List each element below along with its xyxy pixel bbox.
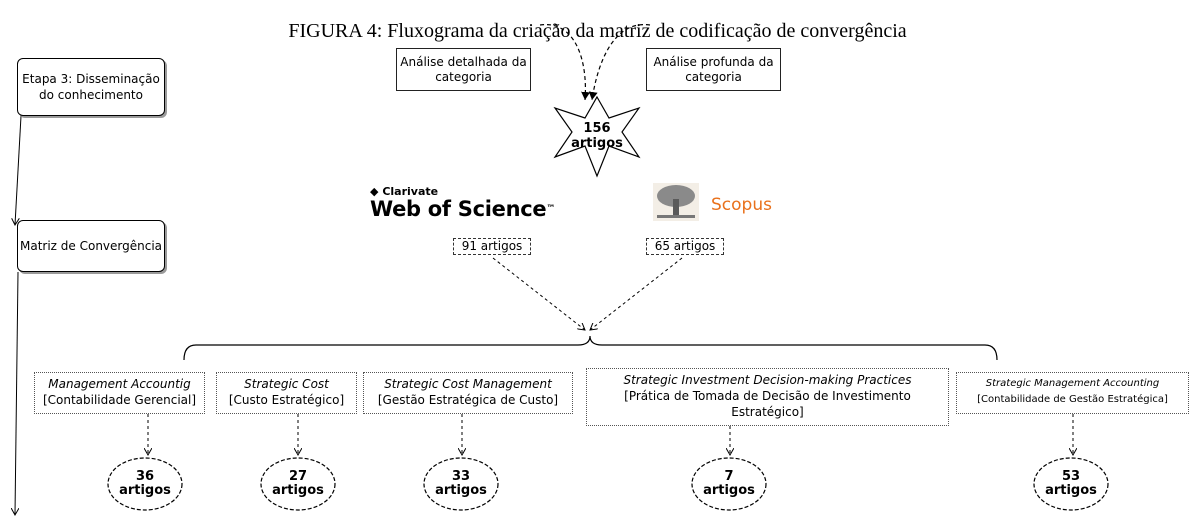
star-unit: artigos [571, 136, 623, 151]
category-en: Strategic Cost Management [384, 377, 552, 391]
analysis-arrows [539, 24, 651, 101]
category-en: Strategic Management Accounting [985, 378, 1160, 389]
source-convergence-arrows [492, 257, 683, 330]
category-strategic-cost-management: Strategic Cost Management [Gestão Estrat… [363, 372, 573, 414]
category-pt: [Contabilidade de Gestão Estratégica] [977, 394, 1168, 405]
scopus-count: 65 artigos [646, 238, 724, 255]
left-flow-line [15, 115, 22, 515]
wos-name: Web of Science™ [370, 197, 556, 221]
category-count-arrows [148, 414, 1073, 455]
step-matriz-convergencia: Matriz de Convergência [17, 220, 165, 272]
scopus-name: Scopus [711, 195, 772, 215]
star-number: 156 [583, 121, 611, 136]
clarivate-brand: ◆ Clarivate [370, 185, 439, 198]
category-en: Management Accountig [48, 377, 191, 391]
wos-count: 91 artigos [453, 238, 531, 255]
category-en: Strategic Cost [244, 377, 329, 391]
wos-logo: ◆ Clarivate Web of Science™ [370, 186, 560, 232]
count-ovals [107, 457, 1109, 511]
analysis-detailed-box: Análise detalhada da categoria [396, 48, 531, 91]
scopus-logo: Scopus [653, 183, 783, 227]
clarivate-icon: ◆ [370, 185, 379, 198]
category-pt: [Contabilidade Gerencial] [42, 393, 197, 407]
figure-title: FIGURA 4: Fluxograma da criação da matri… [288, 20, 907, 42]
category-pt: [Gestão Estratégica de Custo] [377, 393, 559, 407]
category-strategic-cost: Strategic Cost [Custo Estratégico] [216, 372, 357, 414]
category-brace [183, 335, 998, 361]
step-etapa-3: Etapa 3: Disseminação do conhecimento [17, 58, 165, 116]
category-strategic-investment: Strategic Investment Decision-making Pra… [586, 368, 949, 426]
total-articles-star [553, 95, 641, 178]
category-management-accounting: Management Accountig [Contabilidade Gere… [34, 372, 205, 414]
analysis-deep-box: Análise profunda da categoria [646, 48, 781, 91]
category-pt: [Custo Estratégico] [228, 393, 345, 407]
category-en: Strategic Investment Decision-making Pra… [623, 373, 912, 387]
elsevier-tree-icon [653, 183, 699, 221]
category-pt: [Prática de Tomada de Decisão de Investi… [624, 389, 911, 419]
category-strategic-management-accounting: Strategic Management Accounting [Contabi… [956, 372, 1189, 414]
star-label: 156 artigos [567, 121, 627, 151]
